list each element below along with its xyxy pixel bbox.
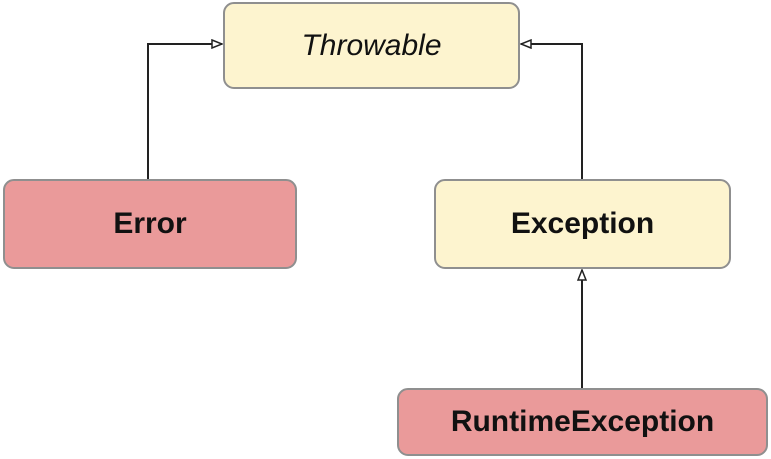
edge-error-to-throwable xyxy=(147,44,222,179)
throwable-label: Throwable xyxy=(301,28,442,62)
throwable-class-node: Throwable xyxy=(223,2,520,89)
edge-exception-to-throwable xyxy=(521,44,583,179)
exception-class-node: Exception xyxy=(434,179,731,269)
runtime-exception-label: RuntimeException xyxy=(450,405,715,438)
runtime-exception-class-node: RuntimeException xyxy=(397,388,768,456)
error-label: Error xyxy=(113,207,187,240)
error-class-node: Error xyxy=(3,179,297,269)
exception-label: Exception xyxy=(510,207,655,240)
